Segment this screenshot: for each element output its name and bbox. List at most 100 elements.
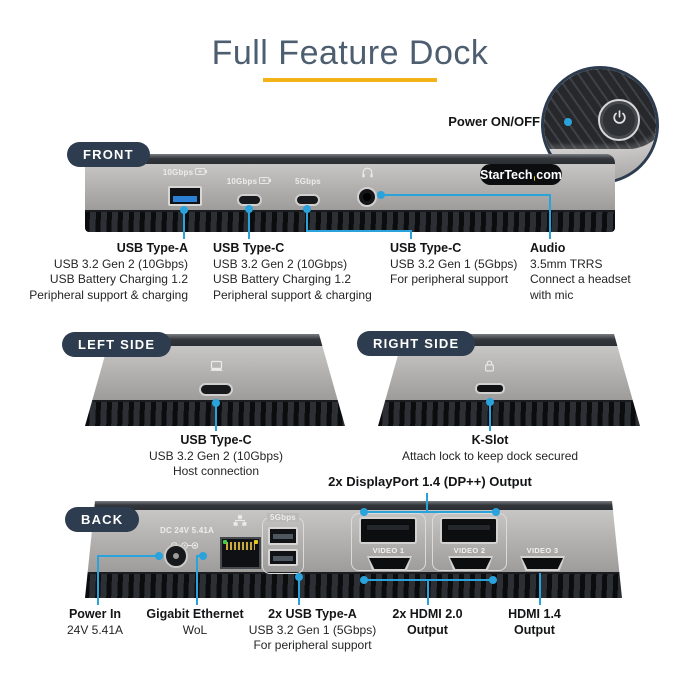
annotation-power-in: Power In 24V 5.41A — [35, 607, 155, 638]
dc-power-label: DC 24V 5.41A — [137, 526, 237, 535]
leader-hdmi-bracket — [364, 579, 494, 581]
hdmi-port-2 — [448, 556, 493, 571]
badge-left-side: LEFT SIDE — [62, 332, 172, 357]
leader-hdmi-14 — [539, 573, 541, 605]
annotation-title: USB Type-A — [116, 241, 188, 255]
leader-dot — [377, 191, 385, 199]
annotation-usb-type-a: USB Type-A USB 3.2 Gen 2 (10Gbps) USB Ba… — [0, 241, 188, 303]
annotation-hdmi-20: 2x HDMI 2.0 Output — [375, 607, 480, 638]
usb-a-back-speed-label: 5Gbps — [267, 513, 299, 522]
annotation-k-slot: K-Slot Attach lock to keep dock secured — [390, 433, 590, 464]
usb-a-back-port-1 — [268, 527, 298, 545]
annotation-line: USB 3.2 Gen 1 (5Gbps) — [248, 622, 377, 637]
title-underline — [263, 78, 437, 82]
annotation-title: HDMI 1.4 — [508, 607, 561, 621]
usb-a-group-outline: 5Gbps — [262, 517, 304, 574]
annotation-line: USB 3.2 Gen 2 (10Gbps) — [53, 256, 188, 271]
leader-usb-c-host — [215, 402, 217, 431]
leader-dot-power — [564, 118, 572, 126]
annotation-hdmi-14: HDMI 1.4 Output — [482, 607, 587, 638]
annotation-line: with mic — [530, 287, 574, 302]
usb-a-speed-label: 10Gbps — [145, 168, 225, 177]
logo-text-left: StarTech — [480, 167, 533, 182]
annotation-line: USB 3.2 Gen 2 (10Gbps) — [213, 256, 348, 271]
displayport-2 — [440, 517, 498, 544]
dock-front-view: 10Gbps 10Gbps 5Gbps StarTech com — [85, 154, 615, 232]
usb-a-speed-text: 10Gbps — [162, 168, 194, 177]
leader-usb-c2 — [306, 206, 308, 232]
ethernet-led-yellow — [254, 540, 258, 544]
leader-usb-c1 — [248, 206, 250, 239]
dock-top-edge — [85, 154, 615, 164]
leader-dot — [155, 552, 163, 560]
usb-c-host-port — [199, 383, 233, 396]
annotation-line: USB 3.2 Gen 2 (10Gbps) — [148, 448, 284, 463]
ethernet-led-green — [223, 540, 227, 544]
annotation-line: Host connection — [172, 464, 260, 478]
annotation-usb-type-c-2: USB Type-C USB 3.2 Gen 1 (5Gbps) For per… — [390, 241, 550, 288]
leader-k-slot — [489, 401, 491, 431]
usb-c1-speed-label: 10Gbps — [209, 177, 289, 186]
power-button — [598, 99, 640, 141]
displayport-1 — [359, 517, 417, 544]
annotation-title: USB Type-C — [213, 241, 285, 255]
annotation-line: Peripheral support & charging — [213, 287, 372, 302]
battery-icon — [259, 177, 272, 186]
startech-logo: StarTech com — [480, 164, 562, 185]
leader-power-in — [97, 555, 159, 557]
annotation-ethernet: Gigabit Ethernet WoL — [120, 607, 270, 638]
dc-power-text: DC 24V 5.41A — [160, 526, 214, 535]
leader-usb-a-back — [298, 576, 300, 605]
dock-top-edge — [85, 501, 622, 510]
leader-usb-a — [183, 208, 185, 239]
annotation-title: Power In — [68, 607, 122, 621]
ethernet-port — [220, 537, 261, 569]
video3-label: VIDEO 3 — [526, 546, 559, 555]
dock-corner-texture — [544, 69, 656, 149]
leader-audio — [549, 194, 551, 239]
leader-hdmi — [427, 579, 429, 605]
annotation-line: USB Battery Charging 1.2 — [213, 272, 352, 286]
usb-a-back-speed-text: 5Gbps — [270, 513, 296, 522]
badge-right-side: RIGHT SIDE — [357, 331, 476, 356]
dock-vent — [85, 210, 615, 232]
usb-c1-speed-text: 10Gbps — [226, 177, 258, 186]
hdmi-port-3 — [520, 556, 565, 571]
annotation-line: 24V 5.41A — [66, 622, 124, 637]
leader-power-in — [97, 555, 99, 605]
network-icon — [233, 514, 247, 532]
video1-label: VIDEO 1 — [372, 546, 405, 555]
annotation-title: Gigabit Ethernet — [146, 607, 244, 621]
annotation-usb-a-back: 2x USB Type-A USB 3.2 Gen 1 (5Gbps) For … — [235, 607, 390, 654]
page-title: Full Feature Dock — [211, 34, 489, 72]
leader-dot — [360, 508, 368, 516]
leader-dot — [360, 576, 368, 584]
leader-ethernet — [196, 555, 205, 557]
annotation-title: 2x USB Type-A — [268, 607, 357, 621]
hdmi-port-1 — [367, 556, 412, 571]
leader-displayport-bracket — [364, 511, 496, 513]
annotation-displayport: 2x DisplayPort 1.4 (DP++) Output — [328, 474, 532, 489]
usb-c2-speed-label: 5Gbps — [268, 177, 348, 186]
leader-ethernet — [196, 555, 198, 605]
annotation-usb-c-host: USB Type-C USB 3.2 Gen 2 (10Gbps) Host c… — [116, 433, 316, 480]
dc-power-jack — [164, 544, 188, 568]
annotation-line: Output — [407, 622, 448, 637]
usb-c2-speed-text: 5Gbps — [295, 177, 321, 186]
annotation-title: USB Type-C — [180, 433, 252, 447]
annotation-title: 2x HDMI 2.0 — [392, 607, 463, 621]
dock-vent — [378, 400, 640, 426]
lock-icon — [484, 359, 495, 378]
annotation-line: Peripheral support & charging — [29, 287, 188, 302]
power-icon — [611, 109, 628, 131]
dock-back-face: DC 24V 5.41A 5Gbps VIDEO 1 — [85, 510, 622, 572]
dock-vent — [85, 572, 622, 598]
annotation-line: USB 3.2 Gen 1 (5Gbps) — [390, 256, 518, 271]
annotation-line: Attach lock to keep dock secured — [401, 448, 579, 463]
video2-label: VIDEO 2 — [453, 546, 486, 555]
usb-a-port — [168, 186, 202, 206]
badge-back: BACK — [65, 507, 140, 532]
audio-jack — [357, 187, 377, 207]
annotation-line: For peripheral support — [390, 272, 509, 286]
